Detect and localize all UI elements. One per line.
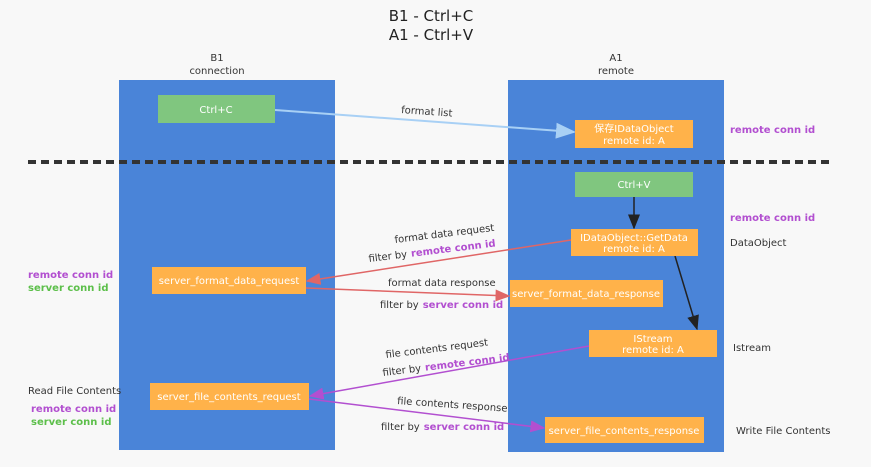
getdata-to-istream-arrow bbox=[674, 255, 699, 331]
svg-text:Ctrl+V: Ctrl+V bbox=[617, 180, 650, 191]
getdata-node: IDataObject::GetData remote id: A bbox=[571, 229, 698, 256]
ctrl-v-node: Ctrl+V bbox=[575, 172, 693, 197]
file-contents-response-node: server_file_contents_response bbox=[545, 417, 704, 443]
file-contents-request-arrow bbox=[308, 345, 590, 400]
left-server-conn-id-2: server conn id bbox=[31, 417, 111, 428]
svg-text:IStream: IStream bbox=[633, 334, 672, 345]
svg-text:Ctrl+C: Ctrl+C bbox=[199, 105, 232, 116]
ctrl-c-node: Ctrl+C bbox=[158, 95, 275, 123]
remote-conn-id-label-2: remote conn id bbox=[730, 213, 815, 224]
format-data-request-arrow bbox=[305, 239, 572, 285]
svg-text:server_file_contents_request: server_file_contents_request bbox=[157, 392, 300, 403]
format-list-arrow bbox=[274, 109, 576, 139]
file-contents-request-node: server_file_contents_request bbox=[150, 383, 309, 410]
svg-text:remote id: A: remote id: A bbox=[603, 136, 665, 147]
saved-dataobject-node: 保存IDataObject remote id: A bbox=[575, 120, 693, 148]
svg-text:保存IDataObject: 保存IDataObject bbox=[594, 122, 673, 135]
right-column-subtitle: remote bbox=[598, 66, 634, 77]
svg-text:server_format_data_response: server_format_data_response bbox=[512, 289, 660, 300]
remote-conn-id-label-1: remote conn id bbox=[730, 125, 815, 136]
svg-text:remote id: A: remote id: A bbox=[622, 345, 684, 356]
write-file-contents-label: Write File Contents bbox=[736, 426, 830, 437]
read-file-contents-label: Read File Contents bbox=[28, 386, 121, 397]
format-list-label: format list bbox=[401, 105, 453, 120]
file-contents-response-arrow bbox=[308, 398, 546, 433]
format-data-response-label: format data response bbox=[388, 278, 496, 289]
format-data-request-node: server_format_data_request bbox=[152, 267, 306, 294]
istream-node: IStream remote id: A bbox=[589, 330, 717, 357]
left-remote-conn-id-2: remote conn id bbox=[31, 404, 116, 415]
left-server-conn-id-1: server conn id bbox=[28, 283, 108, 294]
format-data-response-arrow bbox=[305, 287, 511, 302]
format-data-response-node: server_format_data_response bbox=[510, 280, 663, 307]
left-column-subtitle: connection bbox=[189, 66, 244, 77]
svg-text:server_format_data_request: server_format_data_request bbox=[159, 276, 300, 287]
svg-text:IDataObject::GetData: IDataObject::GetData bbox=[580, 233, 688, 244]
istream-label: Istream bbox=[733, 343, 771, 354]
svg-text:server_file_contents_response: server_file_contents_response bbox=[549, 426, 700, 437]
left-remote-conn-id-1: remote conn id bbox=[28, 270, 113, 281]
title-line-1: B1 - Ctrl+C bbox=[389, 7, 474, 25]
svg-text:remote id: A: remote id: A bbox=[603, 244, 665, 255]
left-column-title: B1 bbox=[210, 53, 223, 64]
right-column-title: A1 bbox=[609, 53, 622, 64]
dataobject-label: DataObject bbox=[730, 238, 787, 249]
title-line-2: A1 - Ctrl+V bbox=[389, 26, 474, 44]
